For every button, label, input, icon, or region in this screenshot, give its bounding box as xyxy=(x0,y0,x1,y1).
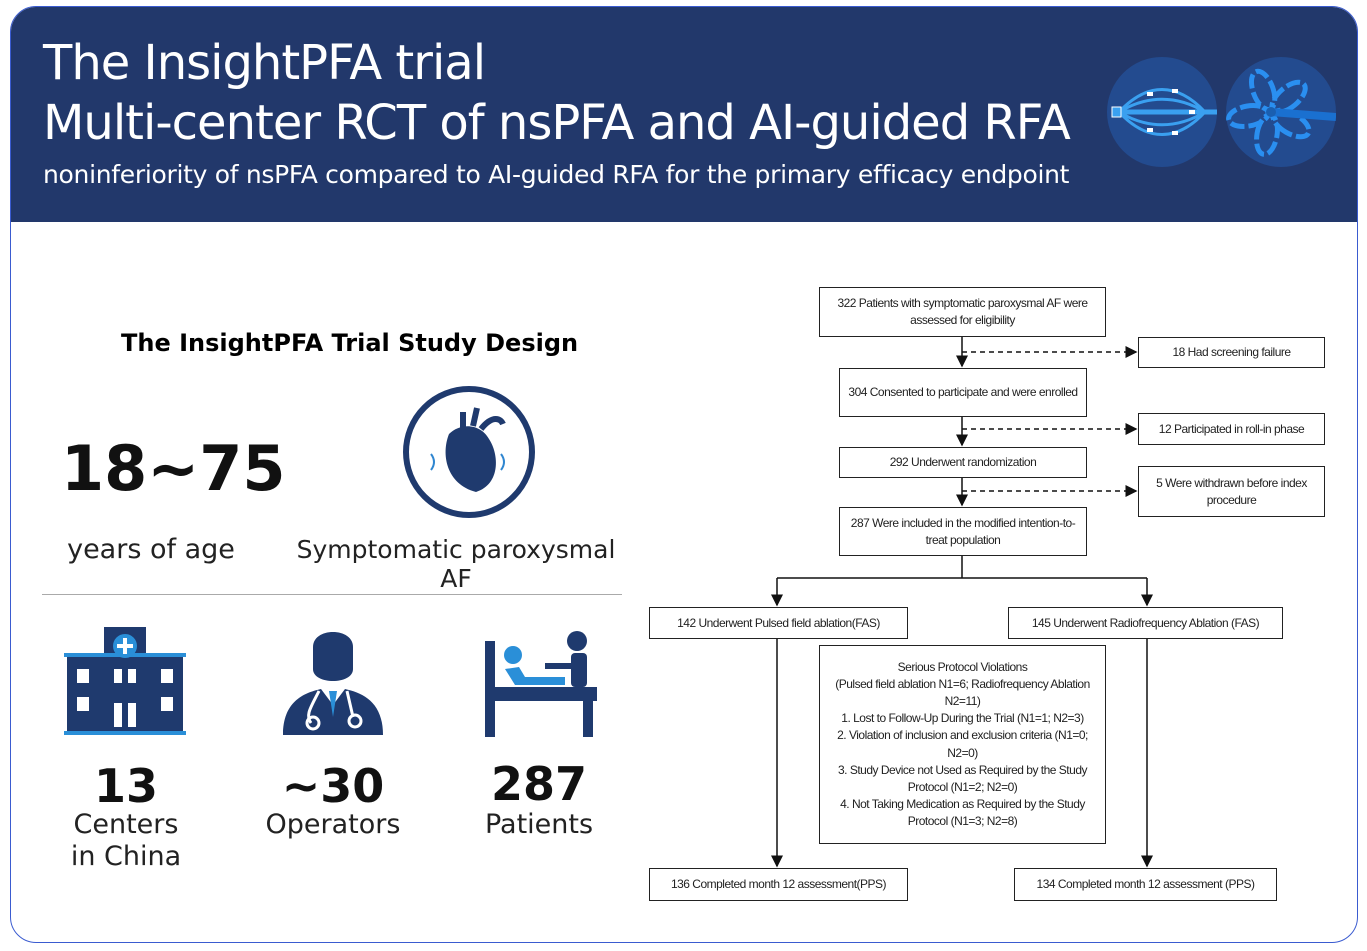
flow-box-roll-in: 12 Participated in roll-in phase xyxy=(1138,413,1325,445)
flow-box-assessed: 322 Patients with symptomatic paroxysmal… xyxy=(819,287,1106,337)
flow-box-pfa-arm: 142 Underwent Pulsed field ablation(FAS) xyxy=(649,607,908,639)
hospital-bed-icon xyxy=(485,629,597,742)
title-line2: Multi-center RCT of nsPFA and AI-guided … xyxy=(43,95,1071,151)
flow-box-mitt: 287 Were included in the modified intent… xyxy=(839,507,1087,556)
centers-label: Centers xyxy=(73,809,179,840)
hospital-icon xyxy=(64,627,186,740)
flow-box-protocol-violations: Serious Protocol Violations (Pulsed fiel… xyxy=(819,645,1106,844)
age-label: years of age xyxy=(67,534,235,565)
infographic-card: The InsightPFA trial Multi-center RCT of… xyxy=(10,6,1358,943)
doctor-icon xyxy=(283,627,383,740)
flow-box-withdrawn: 5 Were withdrawn before index procedure xyxy=(1138,466,1325,517)
flow-box-pps-pfa: 136 Completed month 12 assessment(PPS) xyxy=(649,868,908,901)
violations-title: Serious Protocol Violations xyxy=(897,660,1028,675)
centers-location: in China xyxy=(70,841,182,872)
violations-summary: (Pulsed field ablation N1=6; Radiofreque… xyxy=(835,677,1090,709)
header: The InsightPFA trial Multi-center RCT of… xyxy=(11,7,1357,222)
title: The InsightPFA trial xyxy=(43,35,486,91)
flower-catheter-icon xyxy=(1226,57,1337,167)
operators-value: ~30 xyxy=(281,759,385,813)
age-value: 18~75 xyxy=(61,432,286,505)
flow-box-randomized: 292 Underwent randomization xyxy=(839,447,1087,478)
violation-item: 2. Violation of inclusion and exclusion … xyxy=(837,728,1088,760)
heart-icon xyxy=(401,384,537,525)
patients-label: Patients xyxy=(484,809,594,840)
violation-item: 1. Lost to Follow-Up During the Trial (N… xyxy=(841,711,1084,726)
flow-box-screening-failure: 18 Had screening failure xyxy=(1138,337,1325,368)
divider xyxy=(42,594,622,595)
violation-item: 4. Not Taking Medication as Required by … xyxy=(840,796,1085,828)
violation-item: 3. Study Device not Used as Required by … xyxy=(838,762,1088,794)
centers-value: 13 xyxy=(93,759,158,813)
af-label: Symptomatic paroxysmal AF xyxy=(296,535,616,593)
study-design-heading: The InsightPFA Trial Study Design xyxy=(121,329,579,357)
flow-box-enrolled: 304 Consented to participate and were en… xyxy=(839,368,1087,417)
flow-box-pps-rfa: 134 Completed month 12 assessment (PPS) xyxy=(1014,868,1277,901)
subtitle: noninferiority of nsPFA compared to AI-g… xyxy=(43,160,1070,189)
balloon-catheter-icon xyxy=(1107,57,1217,167)
flow-box-rfa-arm: 145 Underwent Radiofrequency Ablation (F… xyxy=(1008,607,1283,639)
operators-label: Operators xyxy=(265,809,401,840)
patients-value: 287 xyxy=(490,757,588,811)
